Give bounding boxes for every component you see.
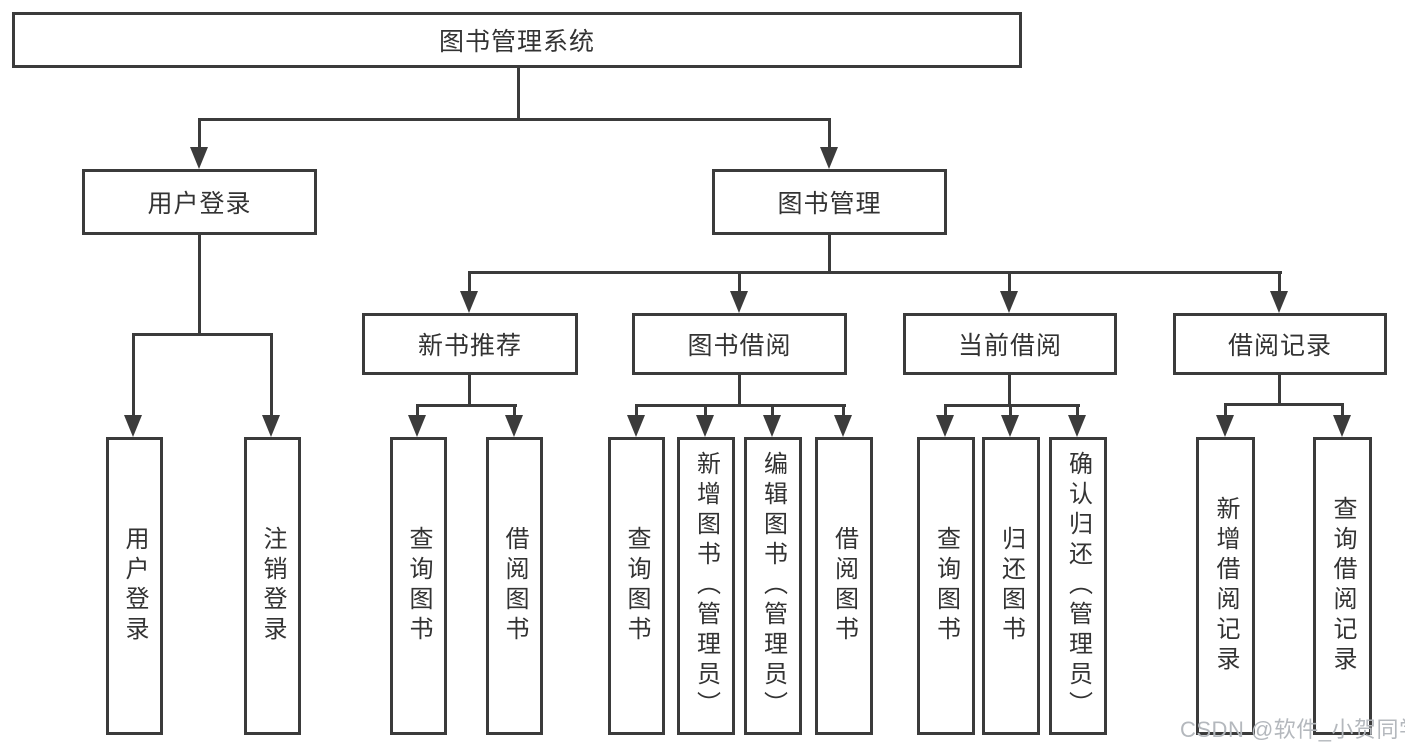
connector-line [468,271,471,295]
arrow-down-icon [696,415,714,437]
leaf-label: 用户登录 [121,526,148,646]
leaf-logout-login: 注销登录 [244,437,301,735]
leaf-label: 借阅图书 [830,526,858,646]
leaf-record-add-record: 新增借阅记录 [1196,437,1255,735]
csdn-watermark: CSDN @软件_小贺同学 [1180,717,1405,742]
connector-line [1008,373,1011,407]
connector-line [738,373,741,407]
connector-line [1278,373,1281,406]
connector-line [842,404,845,418]
leaf-label: 查询借阅记录 [1329,496,1356,676]
connector-line [944,404,1080,407]
arrow-down-icon [1000,291,1018,313]
connector-line [635,404,846,407]
arrow-down-icon [408,415,426,437]
node-book-management: 图书管理 [712,169,947,235]
connector-line [828,118,831,151]
arrow-down-icon [190,147,208,169]
arrow-down-icon [124,415,142,437]
node-user-login: 用户登录 [82,169,317,235]
leaf-user-login: 用户登录 [106,437,163,735]
arrow-down-icon [505,415,523,437]
arrow-down-icon [936,415,954,437]
leaf-label: 注销登录 [259,526,286,646]
connector-line [635,404,638,418]
connector-line [468,373,471,407]
connector-line [1009,404,1012,418]
arrow-down-icon [730,291,748,313]
leaf-borrow-add-book-admin: 新增图书（管理员） [677,437,735,735]
leaf-label: 查询图书 [623,526,650,646]
arrow-down-icon [834,415,852,437]
connector-line [1076,404,1079,418]
connector-line [1224,403,1344,406]
node-root: 图书管理系统 [12,12,1022,68]
node-borrow-records: 借阅记录 [1173,313,1387,375]
node-new-book-recommend: 新书推荐 [362,313,578,375]
connector-line [132,333,135,417]
connector-line [771,404,774,418]
arrow-down-icon [460,291,478,313]
connector-line [944,404,947,418]
leaf-newbook-query-book: 查询图书 [390,437,447,735]
leaf-label: 确认归还（管理员） [1064,451,1092,721]
connector-line [468,271,1282,274]
arrow-down-icon [262,415,280,437]
leaf-newbook-borrow-book: 借阅图书 [486,437,543,735]
leaf-label: 新增借阅记录 [1212,496,1239,676]
connector-line [198,118,201,151]
arrow-down-icon [1216,415,1234,437]
leaf-current-query-book: 查询图书 [917,437,975,735]
leaf-record-query-record: 查询借阅记录 [1313,437,1372,735]
leaf-label: 借阅图书 [501,526,528,646]
arrow-down-icon [1068,415,1086,437]
arrow-down-icon [627,415,645,437]
arrow-down-icon [1333,415,1351,437]
leaf-label: 查询图书 [405,526,432,646]
node-current-borrow: 当前借阅 [903,313,1117,375]
leaf-label: 查询图书 [932,526,960,646]
arrow-down-icon [820,147,838,169]
leaf-borrow-borrow-book: 借阅图书 [815,437,873,735]
connector-line [132,333,273,336]
leaf-current-return-book: 归还图书 [982,437,1040,735]
node-book-borrow: 图书借阅 [632,313,847,375]
connector-line [198,118,831,121]
arrow-down-icon [763,415,781,437]
connector-line [1008,271,1011,295]
connector-line [513,404,516,418]
connector-line [738,271,741,295]
connector-line [1224,403,1227,418]
connector-line [704,404,707,418]
leaf-borrow-query-book: 查询图书 [608,437,665,735]
connector-line [1278,271,1281,295]
connector-line [416,404,517,407]
leaf-label: 新增图书（管理员） [692,451,720,721]
leaf-label: 归还图书 [997,526,1025,646]
leaf-current-confirm-return-admin: 确认归还（管理员） [1049,437,1107,735]
connector-line [416,404,419,418]
arrow-down-icon [1270,291,1288,313]
connector-line [1341,403,1344,418]
connector-line [517,66,520,120]
arrow-down-icon [1001,415,1019,437]
connector-line [270,333,273,417]
leaf-label: 编辑图书（管理员） [759,451,787,721]
connector-line [828,233,831,274]
leaf-borrow-edit-book-admin: 编辑图书（管理员） [744,437,802,735]
connector-line [198,233,201,336]
